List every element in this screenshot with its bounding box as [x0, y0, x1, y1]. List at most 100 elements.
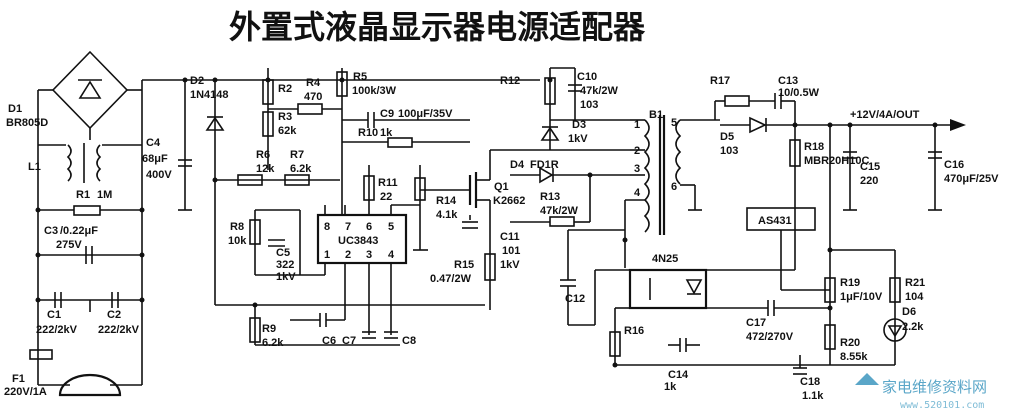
resistor-R17 — [724, 95, 750, 107]
ref-C16: C16 — [944, 159, 964, 171]
ref-C6: C6 — [322, 335, 336, 347]
value-R5: 100k/3W — [352, 85, 397, 97]
resistor-R13 — [549, 216, 575, 227]
ref-C11: C11 — [500, 231, 520, 243]
value-D4: FD1R — [530, 159, 559, 171]
value-C11: 101 — [502, 245, 520, 257]
value-R6: 12k — [256, 163, 275, 175]
svg-text:2: 2 — [345, 249, 351, 261]
value-C5-voltage: 1kV — [276, 271, 296, 283]
resistor-R7 — [284, 174, 310, 186]
value-C14: 1k — [664, 381, 677, 393]
ref-R14: R14 — [436, 195, 457, 207]
ref-C5: C5 — [276, 247, 290, 259]
value-R21: 104 — [905, 291, 924, 303]
transformer-B1 — [643, 115, 682, 235]
junction-dots — [35, 77, 938, 368]
ref-R17: R17 — [710, 75, 730, 87]
watermark-url: www.520101.com — [900, 400, 984, 411]
ref-C8: C8 — [402, 335, 416, 347]
ref-R3: R3 — [278, 111, 292, 123]
svg-text:6: 6 — [671, 181, 677, 193]
ref-C13: C13 — [778, 75, 798, 87]
value-D6: 2.2k — [902, 321, 924, 333]
ref-L1: L1 — [28, 161, 41, 173]
svg-text:1: 1 — [634, 119, 640, 131]
value-C15: 220 — [860, 175, 878, 187]
value-C17: 472/270V — [746, 331, 794, 343]
svg-text:5: 5 — [671, 117, 677, 129]
value-C4: 68μF — [142, 153, 168, 165]
value-D1: BR805D — [6, 117, 48, 129]
watermark-logo: 家电维修资料网 www.520101.com — [855, 373, 987, 411]
value-C3-voltage: 275V — [56, 239, 82, 251]
fuse-F1 — [29, 349, 53, 360]
ref-B1: B1 — [649, 109, 663, 121]
ref-R11: R11 — [378, 177, 398, 189]
resistor-R8 — [249, 219, 261, 245]
svg-text:4: 4 — [388, 249, 395, 261]
ref-C4: C4 — [146, 137, 161, 149]
value-R13: 47k/2W — [540, 205, 579, 217]
input-rating: 220V/1A — [4, 386, 47, 398]
ref-D3: D3 — [572, 119, 586, 131]
output-arrow — [950, 119, 966, 131]
ref-R13: R13 — [540, 191, 560, 203]
resistor-R16 — [609, 331, 621, 357]
ref-R21: R21 — [905, 277, 925, 289]
ref-R2: R2 — [278, 83, 292, 95]
ref-C15: C15 — [860, 161, 880, 173]
bridge-rectifier — [51, 50, 129, 130]
output-label: +12V/4A/OUT — [850, 109, 920, 121]
ref-C9: C9 — [380, 108, 394, 120]
ref-D2: D2 — [190, 75, 204, 87]
ref-R6: R6 — [256, 149, 270, 161]
value-R14: 4.1k — [436, 209, 458, 221]
svg-text:3: 3 — [366, 249, 372, 261]
value-C10-voltage: 103 — [580, 99, 598, 111]
ref-R5: R5 — [353, 71, 367, 83]
value-C16: 470μF/25V — [944, 173, 999, 185]
diagram-title: 外置式液晶显示器电源适配器 — [229, 8, 646, 46]
value-R20: 8.55k — [840, 351, 868, 363]
value-C13: 10/0.5W — [778, 87, 820, 99]
ref-C10: C10 — [577, 71, 597, 83]
svg-text:5: 5 — [388, 221, 394, 233]
svg-text:4: 4 — [634, 187, 641, 199]
resistor-R19 — [824, 277, 836, 303]
value-C11-voltage: 1kV — [500, 259, 520, 271]
value-D5: 103 — [720, 145, 738, 157]
value-R10: 1k — [380, 127, 393, 139]
resistor-R10 — [387, 137, 413, 148]
optocoupler-4N25 — [628, 268, 708, 310]
diode-D3 — [540, 126, 560, 141]
value-R9: 6.2k — [262, 337, 284, 349]
svg-text:8: 8 — [324, 221, 330, 233]
value-R4: 470 — [304, 91, 322, 103]
value-R1: 1M — [97, 189, 112, 201]
value-C2: 222/2kV — [98, 324, 140, 336]
ref-C7: C7 — [342, 335, 356, 347]
ref-R10: R10 — [358, 127, 378, 139]
value-C10: 47k/2W — [580, 85, 619, 97]
ref-D4: D4 — [510, 159, 525, 171]
svg-text:1: 1 — [324, 249, 330, 261]
ref-Q1: Q1 — [494, 181, 509, 193]
ref-D1: D1 — [8, 103, 22, 115]
ref-C12: C12 — [565, 293, 585, 305]
ref-R9: R9 — [262, 323, 276, 335]
value-D2: 1N4148 — [190, 89, 229, 101]
resistor-R5 — [336, 71, 348, 97]
value-C3: /0.22μF — [60, 225, 98, 237]
ref-R19: R19 — [840, 277, 860, 289]
resistor-R4 — [297, 103, 323, 115]
resistor-R15 — [484, 253, 496, 281]
ref-C1: C1 — [47, 309, 61, 321]
value-R3: 62k — [278, 125, 297, 137]
value-D3: 1kV — [568, 133, 588, 145]
ref-AS431: AS431 — [758, 215, 792, 227]
value-U1: UC3843 — [338, 235, 378, 247]
value-C18: 1.1k — [802, 390, 824, 402]
ref-R1: R1 — [76, 189, 90, 201]
